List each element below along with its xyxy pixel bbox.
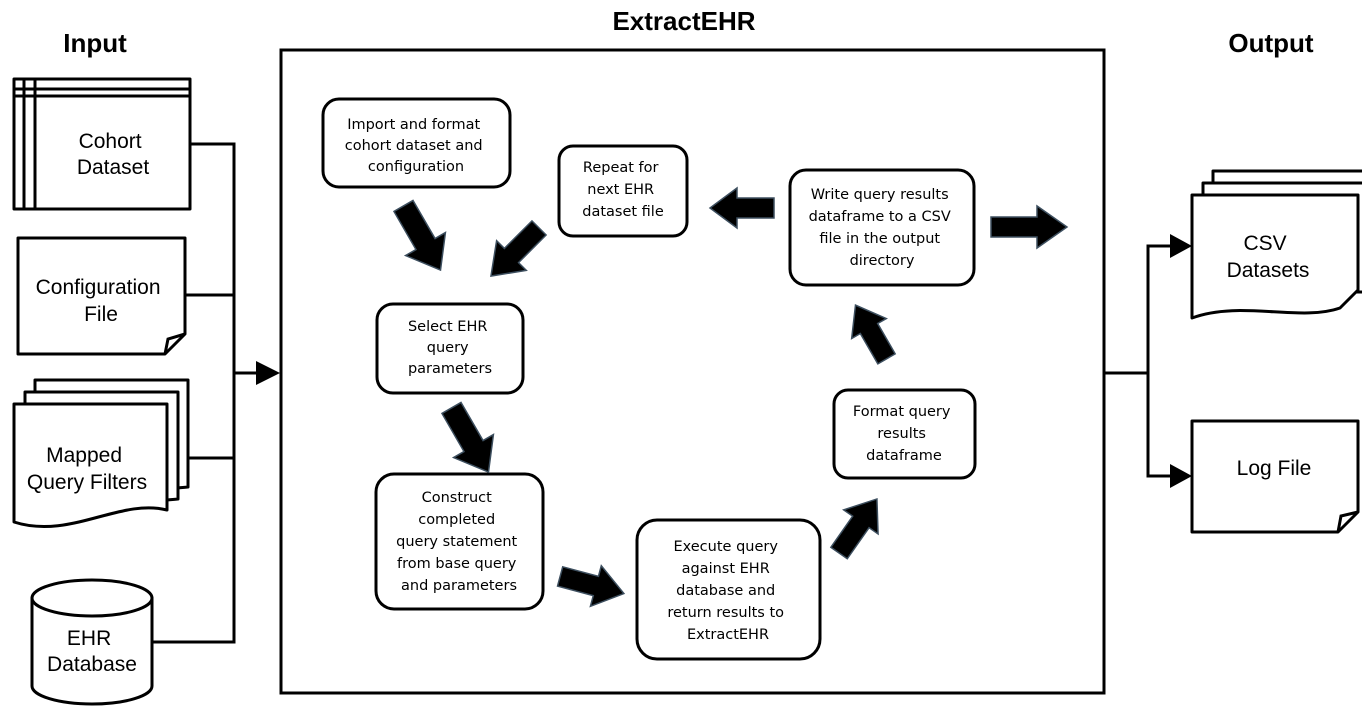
cohort-dataset-node: Cohort Dataset [12,77,192,211]
write-step-label: Write query results dataframe to a CSV f… [809,187,956,269]
ehr-database-label: EHR Database [47,627,137,676]
arrow-construct-to-execute [556,564,626,608]
arrow-execute-to-format [829,497,879,560]
execute-step-label: Execute query against EHR database and r… [667,539,788,643]
mapped-query-filters-label: Mapped Query Filters [27,444,147,494]
csv-datasets-label: CSV Datasets [1227,232,1310,282]
mapped-query-filters-node: Mapped Query Filters [12,378,190,528]
ehr-database-node: EHR Database [30,578,154,706]
csv-arrowhead [1170,234,1192,258]
input-arrowhead [256,361,280,385]
construct-step-label: Construct completed query statement from… [396,490,522,594]
format-step-node: Format query results dataframe [832,388,977,480]
input-connectors [152,142,280,644]
arrow-write-to-output [990,204,1069,250]
cohort-dataset-label: Cohort Dataset [77,130,150,179]
construct-step-node: Construct completed query statement from… [374,472,545,611]
log-file-label: Log File [1237,457,1312,480]
repeat-step-label: Repeat for next EHR dataset file [582,160,664,220]
repeat-step-node: Repeat for next EHR dataset file [557,144,689,238]
configuration-file-node: Configuration File [16,236,187,356]
arrow-select-to-construct [440,401,495,474]
import-step-node: Import and format cohort dataset and con… [321,97,512,189]
output-connectors [1104,234,1192,488]
arrow-repeat-to-select [490,219,548,277]
write-step-node: Write query results dataframe to a CSV f… [788,168,976,287]
csv-datasets-node: CSV Datasets [1190,169,1362,320]
input-title: Input [63,28,127,58]
extractehr-title: ExtractEHR [612,6,755,36]
output-title: Output [1228,28,1314,58]
log-arrowhead [1170,464,1192,488]
select-step-label: Select EHR query parameters [408,319,492,377]
configuration-file-label: Configuration File [36,276,167,326]
import-step-label: Import and format cohort dataset and con… [345,117,487,175]
arrow-format-to-write [850,304,897,365]
arrow-write-to-repeat [708,186,775,230]
format-step-label: Format query results dataframe [853,404,955,464]
log-file-node: Log File [1190,419,1360,534]
arrow-import-to-select [392,199,447,272]
select-step-node: Select EHR query parameters [375,302,525,395]
execute-step-node: Execute query against EHR database and r… [635,518,822,661]
